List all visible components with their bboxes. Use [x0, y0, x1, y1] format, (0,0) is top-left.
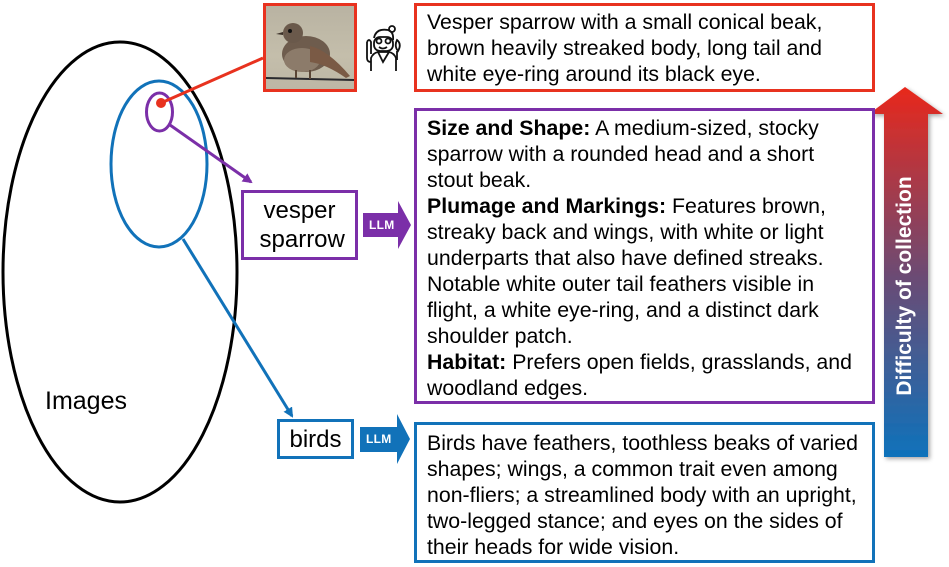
instance-point	[156, 98, 166, 108]
instance-connector-line	[160, 56, 264, 105]
fine-text-size: A medium-sized, stocky sparrow with a ro…	[427, 116, 819, 192]
birds-set-ellipse	[109, 79, 209, 249]
instance-description-box: Vesper sparrow with a small conical beak…	[414, 3, 875, 92]
fine-heading-habitat: Habitat:	[427, 350, 507, 374]
llm-label-purple: LLM	[369, 218, 395, 232]
fine-heading-size: Size and Shape:	[427, 116, 591, 140]
fine-text-habitat: Prefers open fields, grasslands, and woo…	[427, 350, 852, 400]
coarse-class-label-box: birds	[277, 419, 354, 459]
llm-arrow-purple	[363, 201, 411, 249]
bird-image	[266, 23, 354, 81]
instance-description-text: Vesper sparrow with a small conical beak…	[427, 10, 823, 86]
coarse-description-box: Birds have feathers, toothless beaks of …	[414, 422, 875, 563]
fine-class-label: vesper sparrow	[259, 197, 345, 253]
images-set-label: Images	[45, 387, 127, 415]
images-set-ellipse	[1, 40, 239, 504]
coarse-description-text: Birds have feathers, toothless beaks of …	[427, 431, 858, 559]
coarse-class-arrow	[181, 238, 294, 418]
difficulty-arrow-label: Difficulty of collection	[893, 176, 916, 396]
fine-class-label-box: vesper sparrow	[241, 190, 358, 260]
llm-arrow-blue	[360, 414, 410, 464]
difficulty-arrow	[869, 87, 943, 457]
vesper-sparrow-set-ellipse	[145, 91, 174, 133]
fine-description-box: Size and Shape: A medium-sized, stocky s…	[414, 108, 875, 404]
expert-annotator-icon	[364, 24, 402, 72]
bird-photo	[263, 3, 357, 92]
llm-label-blue: LLM	[366, 432, 392, 446]
coarse-class-label: birds	[289, 425, 342, 453]
fine-heading-plumage: Plumage and Markings:	[427, 194, 667, 218]
fine-text-plumage: Features brown, streaky back and wings, …	[427, 194, 826, 348]
fine-class-arrow	[169, 123, 253, 184]
